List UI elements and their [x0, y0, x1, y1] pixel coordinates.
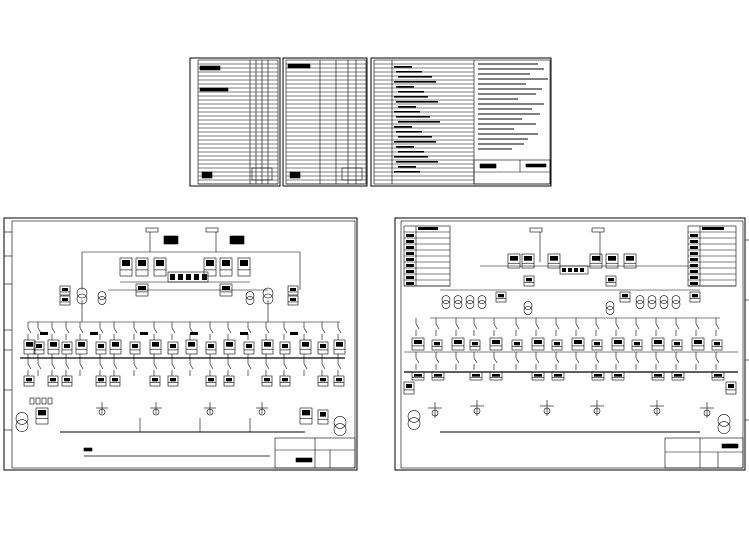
table-sheet-1-rows: [198, 63, 278, 185]
left-hv-switchgear: [119, 257, 251, 297]
left-lower-equipment: [15, 397, 347, 436]
diagram-right: [394, 217, 749, 471]
right-hv-switchgear: [507, 253, 637, 287]
notes-sheet: [370, 57, 552, 187]
left-transformers: [59, 285, 299, 306]
table-sheet-1: [189, 57, 281, 187]
table-sheet-2-rows: [286, 63, 366, 185]
left-feeder-panels: [23, 322, 346, 387]
right-legend-table-left: [403, 225, 451, 287]
right-lower-equipment: [403, 381, 737, 434]
right-feeder-panels: [411, 318, 725, 381]
right-legend-table-right: [687, 225, 737, 287]
notes-sheet-text-lines: [394, 63, 548, 173]
table-sheet-2: [282, 57, 368, 187]
diagram-left: [3, 217, 358, 471]
right-transformer-row: [441, 291, 701, 315]
